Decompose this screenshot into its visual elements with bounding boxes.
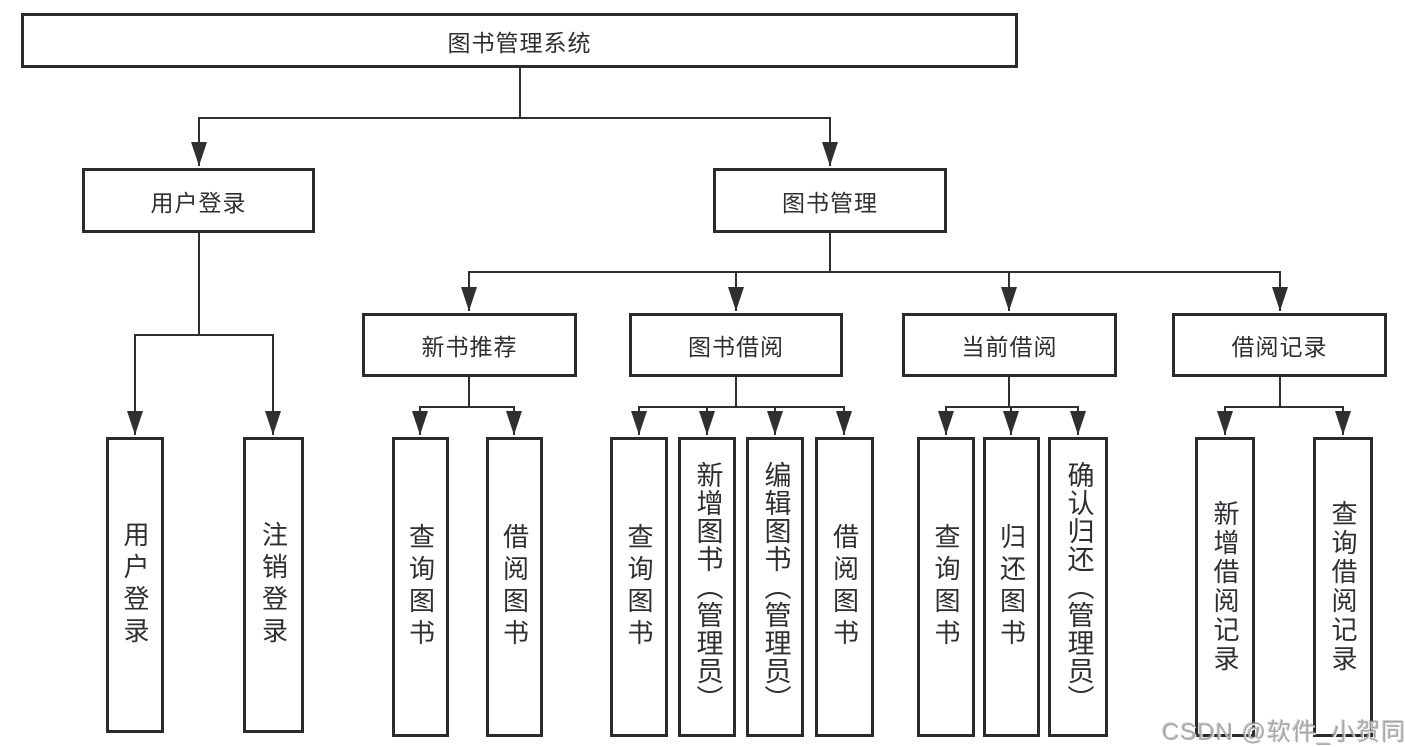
leaf-label: 查询图书 (624, 523, 654, 651)
leaf-label: 查询图书 (931, 523, 961, 651)
leaf-label: 借阅图书 (499, 523, 530, 651)
node-user-login-leaf: 用户登录 (106, 437, 164, 733)
leaf-label: 确认归还（管理员） (1063, 461, 1094, 713)
leaf-label: 借阅图书 (829, 523, 860, 651)
leaf-label: 编辑图书（管理员） (760, 461, 791, 713)
node-library-management-system: 图书管理系统 (21, 13, 1018, 68)
leaf-label: 注销登录 (258, 521, 289, 649)
leaf-label: 归还图书 (996, 523, 1027, 651)
node-borrow-books-recommend: 借阅图书 (486, 437, 543, 737)
leaf-label: 用户登录 (120, 521, 150, 649)
node-query-borrow-record: 查询借阅记录 (1313, 437, 1373, 737)
node-book-management: 图书管理 (713, 168, 947, 233)
csdn-watermark: CSDN @软件_小贺同学 (1162, 719, 1405, 746)
node-book-borrowing: 图书借阅 (629, 313, 843, 377)
node-query-books-borrowing: 查询图书 (610, 437, 668, 737)
leaf-label: 查询图书 (405, 523, 436, 651)
node-query-books-current: 查询图书 (917, 437, 975, 737)
node-edit-book-admin: 编辑图书（管理员） (746, 437, 804, 737)
node-add-borrow-record: 新增借阅记录 (1195, 437, 1255, 737)
leaf-label: 查询借阅记录 (1328, 500, 1358, 674)
leaf-label: 新增借阅记录 (1210, 500, 1240, 674)
node-add-book-admin: 新增图书（管理员） (678, 437, 736, 737)
node-confirm-return-admin: 确认归还（管理员） (1048, 437, 1108, 737)
node-new-book-recommendation: 新书推荐 (362, 313, 577, 377)
node-logout: 注销登录 (243, 437, 304, 733)
node-current-borrowing: 当前借阅 (902, 313, 1117, 377)
node-user-login: 用户登录 (82, 168, 315, 233)
node-borrow-records: 借阅记录 (1172, 313, 1387, 377)
node-return-books: 归还图书 (983, 437, 1040, 737)
node-borrow-books: 借阅图书 (815, 437, 874, 737)
leaf-label: 新增图书（管理员） (692, 461, 723, 713)
node-query-books-recommend: 查询图书 (392, 437, 449, 737)
